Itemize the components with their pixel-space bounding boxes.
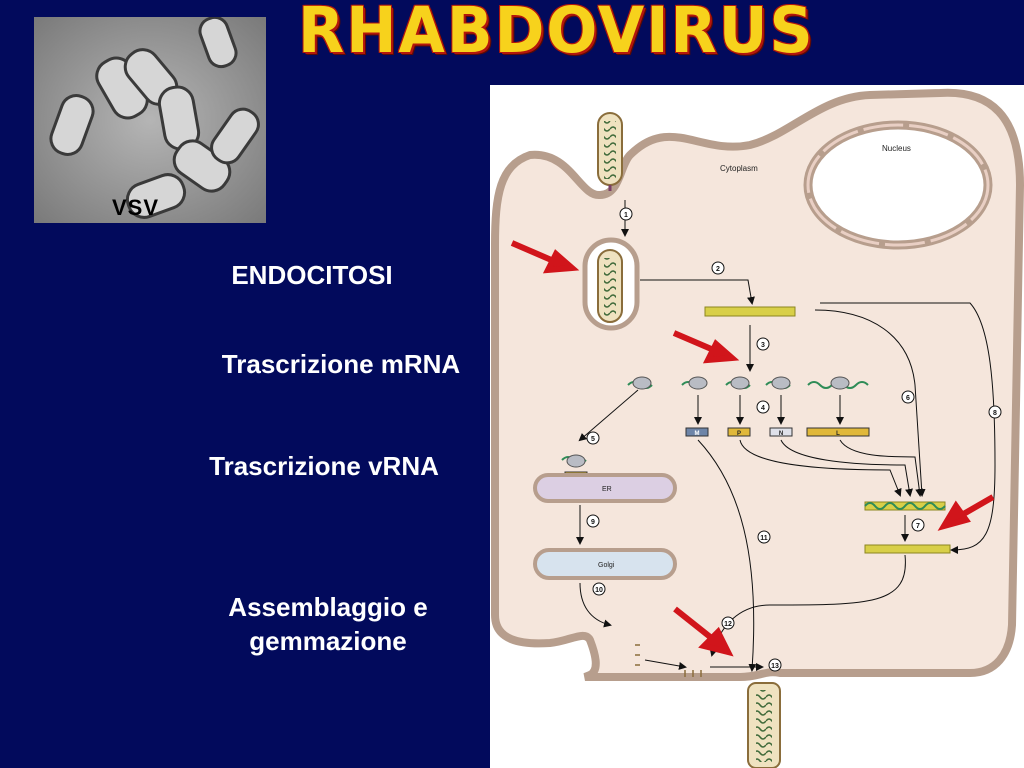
- step-2: 2: [716, 266, 720, 273]
- label-trascrizione-vrna: Trascrizione vRNA: [209, 451, 439, 481]
- protein-n-label: N: [779, 431, 783, 437]
- step-4: 4: [761, 405, 765, 412]
- step-13: 13: [771, 663, 779, 670]
- er-label: ER: [602, 486, 612, 493]
- step-12: 12: [724, 621, 732, 628]
- label-assemblaggio: Assemblaggio e gemmazione: [190, 590, 466, 658]
- step-1: 1: [624, 212, 628, 219]
- step-3: 3: [761, 342, 765, 349]
- mrna-ribosomes: [627, 376, 869, 390]
- endoplasmic-reticulum: [533, 473, 677, 503]
- golgi-label: Golgi: [598, 562, 615, 569]
- step-5: 5: [591, 436, 595, 443]
- step-7: 7: [916, 523, 920, 530]
- label-trascrizione-mrna: Trascrizione mRNA: [221, 349, 461, 379]
- vsv-caption: VSV: [112, 195, 160, 220]
- budding-virion: [747, 682, 781, 768]
- step-10: 10: [595, 587, 603, 594]
- step-6: 6: [906, 395, 910, 402]
- replication-diagram: Cytoplasm Nucleus: [490, 85, 1024, 768]
- label-endocitosi: ENDOCITOSI: [231, 260, 393, 290]
- golgi: [533, 548, 677, 580]
- protein-p-label: P: [737, 431, 741, 437]
- step-9: 9: [591, 519, 595, 526]
- vsv-micrograph: VSV: [34, 17, 266, 223]
- label-assemblaggio-line2: gemmazione: [249, 626, 407, 656]
- protein-l-label: L: [836, 431, 840, 437]
- entering-virion: [597, 112, 623, 191]
- step-8: 8: [993, 410, 997, 417]
- protein-m-label: M: [695, 431, 700, 437]
- membrane-glycoproteins: [635, 644, 702, 677]
- label-assemblaggio-line1: Assemblaggio e: [228, 592, 428, 622]
- progeny-genome: [864, 544, 951, 554]
- step-11: 11: [760, 535, 768, 542]
- nucleus-label: Nucleus: [882, 144, 911, 153]
- cytoplasm-label: Cytoplasm: [720, 164, 758, 173]
- genome-rnp: [704, 306, 796, 317]
- endosome: [582, 237, 640, 331]
- slide-title: RHABDOVIRUS: [298, 0, 815, 68]
